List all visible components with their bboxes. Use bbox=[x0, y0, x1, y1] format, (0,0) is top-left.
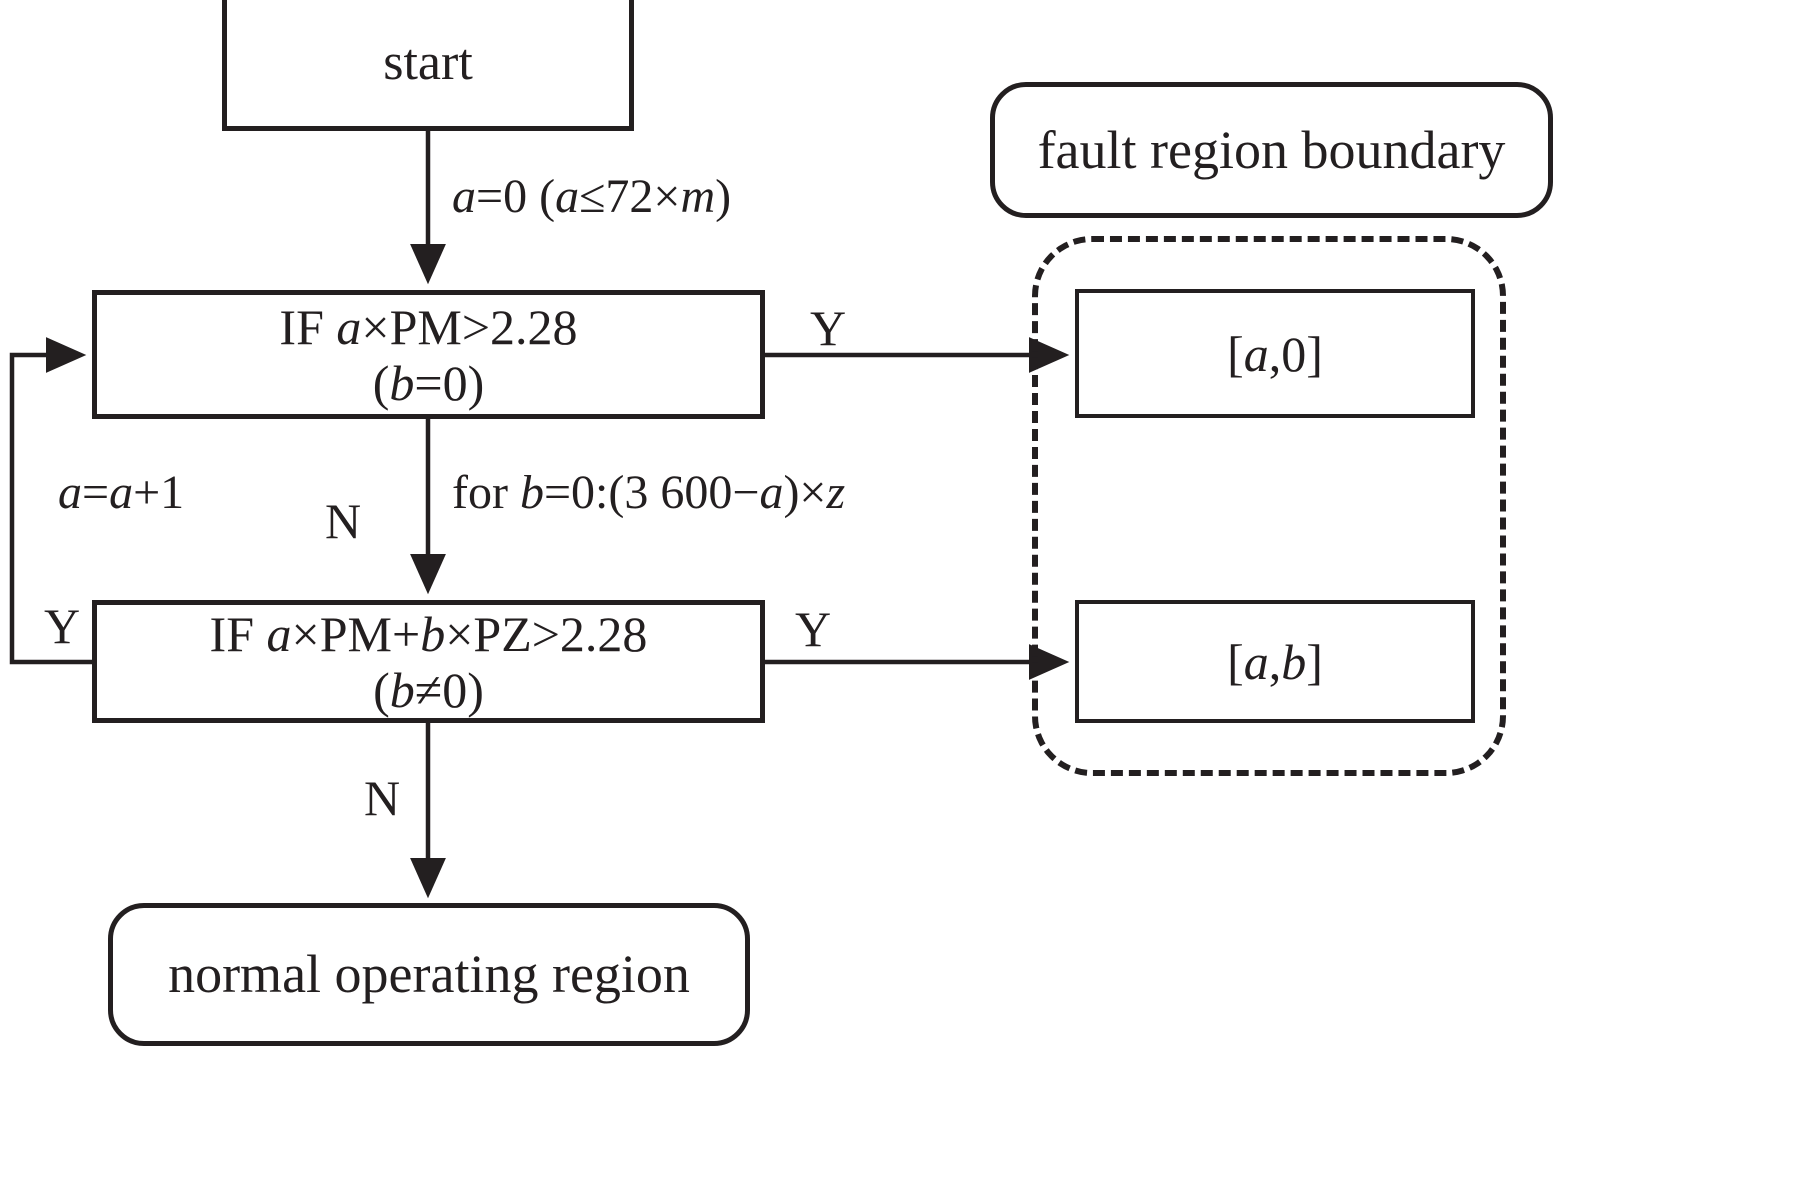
fault-region-group bbox=[1032, 236, 1506, 776]
node-decision-2-line2: (b≠0) bbox=[373, 661, 484, 718]
edge-label-decision2-yes-left: Y bbox=[44, 598, 81, 654]
node-decision-1[interactable]: IF a×PM>2.28 (b=0) bbox=[92, 290, 765, 419]
node-decision-1-line1: IF a×PM>2.28 bbox=[279, 298, 578, 355]
node-result-a0-label: [a,0] bbox=[1227, 325, 1323, 382]
node-result-ab[interactable]: [a,b] bbox=[1075, 600, 1475, 723]
edge-label-feedback-increment: a=a+1 bbox=[58, 466, 185, 519]
node-decision-2[interactable]: IF a×PM+b×PZ>2.28 (b≠0) bbox=[92, 600, 765, 723]
node-decision-1-line2: (b=0) bbox=[372, 354, 485, 411]
node-decision-2-line1: IF a×PM+b×PZ>2.28 bbox=[209, 605, 648, 662]
node-start-label: start bbox=[383, 33, 473, 91]
edge-label-start-to-decision1: a=0 (a≤72×m) bbox=[452, 170, 732, 223]
edge-label-decision1-no: N bbox=[325, 493, 362, 549]
node-result-a0[interactable]: [a,0] bbox=[1075, 289, 1475, 418]
node-fault-region-boundary-label: fault region boundary bbox=[1037, 119, 1506, 180]
edge-label-decision1-yes: Y bbox=[810, 300, 847, 356]
node-fault-region-boundary[interactable]: fault region boundary bbox=[990, 82, 1553, 218]
edge-label-decision2-yes-right: Y bbox=[795, 601, 832, 657]
node-normal-operating-region[interactable]: normal operating region bbox=[108, 903, 750, 1046]
node-start[interactable]: start bbox=[222, 0, 634, 131]
edge-label-decision2-no: N bbox=[364, 770, 401, 826]
node-result-ab-label: [a,b] bbox=[1227, 633, 1323, 690]
edge-label-for-loop: for b=0:(3 600−a)×z bbox=[452, 466, 846, 519]
node-normal-operating-region-label: normal operating region bbox=[168, 944, 690, 1005]
